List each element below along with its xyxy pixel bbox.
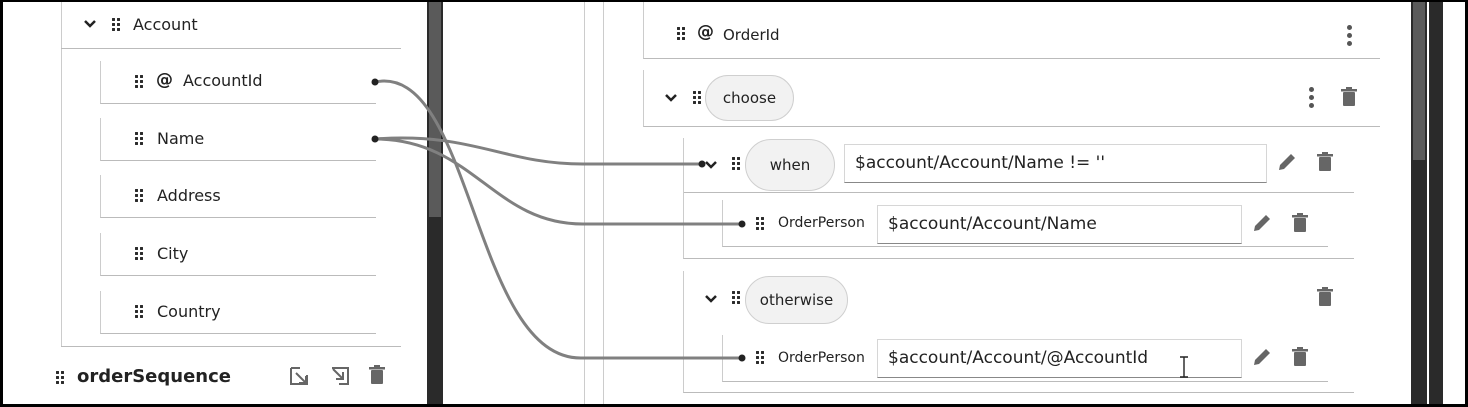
source-field-row[interactable]: @ AccountId — [100, 61, 376, 104]
target-scrollbar[interactable] — [1411, 2, 1427, 404]
source-footer-row[interactable]: orderSequence — [43, 360, 423, 394]
source-scrollbar[interactable] — [427, 2, 443, 404]
more-options-icon[interactable] — [1347, 25, 1353, 47]
source-field-label: Address — [157, 186, 221, 205]
target-panel: @ OrderId choose when $account/Account/N… — [443, 2, 1411, 404]
source-field-label: Country — [157, 302, 221, 321]
trash-icon[interactable] — [1289, 212, 1311, 234]
edit-pencil-icon[interactable] — [1276, 151, 1298, 173]
export-icon[interactable] — [288, 365, 310, 387]
edge-stripe — [1429, 2, 1443, 404]
chevron-down-icon[interactable] — [664, 93, 678, 103]
drag-handle-icon[interactable] — [111, 17, 121, 33]
tree-guide-line — [584, 2, 585, 404]
choose-row[interactable]: choose — [643, 70, 1380, 127]
source-field-label: Name — [157, 129, 205, 148]
trash-icon[interactable] — [1314, 286, 1336, 308]
target-field-row[interactable]: OrderPerson $account/Account/Name — [722, 200, 1328, 247]
chevron-down-icon[interactable] — [83, 19, 97, 29]
trash-icon[interactable] — [366, 364, 388, 386]
tree-guide-line — [61, 2, 62, 346]
target-field-row — [683, 327, 1354, 393]
source-parent-row[interactable]: Account — [61, 2, 401, 49]
drag-handle-icon[interactable] — [731, 290, 741, 306]
more-options-icon[interactable] — [1309, 87, 1315, 109]
text-cursor-icon — [1180, 356, 1188, 378]
attribute-at-icon: @ — [697, 22, 714, 42]
drag-handle-icon[interactable] — [692, 90, 702, 106]
orderperson-expression-field[interactable]: $account/Account/Name — [877, 205, 1242, 244]
when-pill[interactable]: when — [745, 139, 835, 191]
drag-handle-icon[interactable] — [755, 216, 765, 232]
source-footer-label: orderSequence — [77, 366, 231, 387]
window-edge-bar — [1427, 2, 1465, 404]
otherwise-row[interactable]: otherwise — [683, 271, 1354, 327]
source-parent-label: Account — [133, 15, 198, 34]
scrollbar-thumb[interactable] — [1413, 2, 1425, 160]
drag-handle-icon[interactable] — [134, 131, 144, 147]
drag-handle-icon[interactable] — [731, 156, 741, 172]
tree-guide-line — [61, 346, 401, 347]
target-field-label: OrderPerson — [778, 350, 865, 366]
orderperson-expression-field[interactable]: $account/Account/@AccountId — [877, 339, 1242, 378]
trash-icon[interactable] — [1338, 86, 1360, 108]
chevron-down-icon[interactable] — [704, 294, 718, 304]
source-field-row[interactable]: Name — [100, 118, 376, 161]
trash-icon[interactable] — [1314, 151, 1336, 173]
drag-handle-icon[interactable] — [676, 26, 686, 42]
chevron-down-icon[interactable] — [704, 160, 718, 170]
drag-handle-icon[interactable] — [134, 74, 144, 90]
drag-handle-icon[interactable] — [134, 188, 144, 204]
when-row[interactable]: when $account/Account/Name != '' — [683, 138, 1354, 193]
choose-pill[interactable]: choose — [705, 75, 794, 121]
target-field-row[interactable]: @ OrderId — [643, 2, 1380, 59]
drag-handle-icon[interactable] — [134, 304, 144, 320]
edit-pencil-icon[interactable] — [1251, 346, 1273, 368]
source-panel: Account @ AccountId Name Address City Co… — [3, 2, 427, 404]
source-field-label: City — [157, 244, 189, 263]
source-field-row[interactable]: Country — [100, 291, 376, 334]
otherwise-pill[interactable]: otherwise — [745, 276, 848, 324]
attribute-at-icon: @ — [156, 70, 173, 90]
import-icon[interactable] — [329, 365, 351, 387]
trash-icon[interactable] — [1289, 346, 1311, 368]
edit-pencil-icon[interactable] — [1251, 212, 1273, 234]
source-field-row[interactable]: City — [100, 233, 376, 276]
drag-handle-icon[interactable] — [134, 246, 144, 262]
drag-handle-icon[interactable] — [755, 350, 765, 366]
scrollbar-thumb[interactable] — [429, 2, 441, 217]
source-field-label: AccountId — [183, 71, 263, 90]
tree-guide-line — [603, 2, 604, 404]
target-field-label: OrderPerson — [778, 215, 865, 231]
source-field-row[interactable]: Address — [100, 175, 376, 218]
target-field-row[interactable]: OrderPerson $account/Account/@AccountId — [722, 335, 1328, 382]
when-expression-field[interactable]: $account/Account/Name != '' — [844, 144, 1267, 183]
target-field-label: OrderId — [723, 26, 780, 44]
drag-handle-icon[interactable] — [55, 370, 65, 386]
